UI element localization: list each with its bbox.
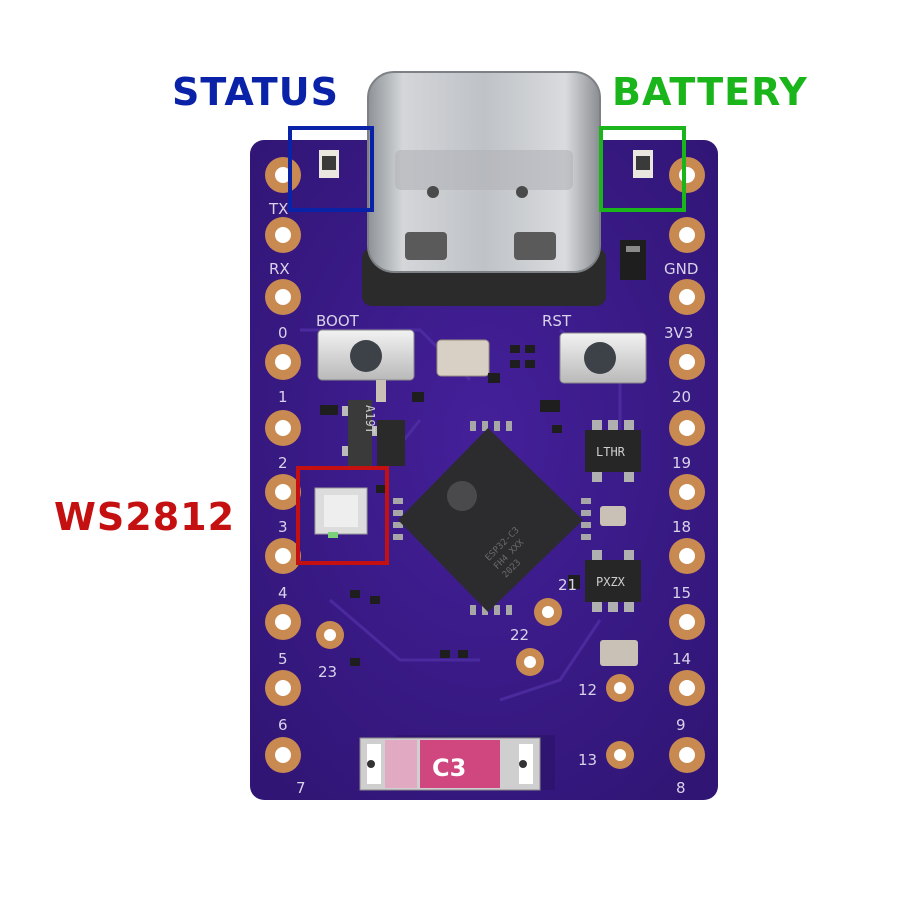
ws2812-highlight-box [296,466,389,565]
pin-label-gnd: GND [664,260,698,278]
mosfet-marking: PXZX [596,575,626,589]
pin-label-3: 3 [278,518,288,536]
pin-label-18: 18 [672,518,691,536]
pin-label-13: 13 [578,751,597,769]
status-highlight-box [288,126,374,212]
right-pin-pads [669,157,705,773]
rst-label: RST [542,312,572,330]
pin-label-7: 7 [296,779,306,797]
pin-label-2: 2 [278,454,288,472]
crystal [436,339,490,377]
status-led-label: STATUS [172,70,339,114]
battery-led [633,150,653,178]
pin-label-rx: RX [269,260,290,278]
pin-label-1: 1 [278,388,288,406]
antenna-label: C3 [432,754,466,782]
ws2812-led [314,487,368,538]
pin-label-15: 15 [672,584,691,602]
esp32-c3-chip: ESP32-C3 FH4 XXX 2023 [393,421,591,615]
mosfet-pxzx [585,550,641,612]
left-pin-pads [265,157,301,773]
battery-highlight-box [599,126,686,212]
chip-a19t-marking: A19T [363,405,377,434]
pin-label-0: 0 [278,324,288,342]
pin-label-8: 8 [676,779,686,797]
usb-c-connector [362,71,606,306]
boot-label: BOOT [316,312,360,330]
pin-label-5: 5 [278,650,288,668]
ceramic-antenna [359,737,541,791]
pin-label-14: 14 [672,650,691,668]
pin-label-22: 22 [510,626,529,644]
battery-led-label: BATTERY [612,70,808,114]
pin-label-21: 21 [558,576,577,594]
boot-button [317,329,415,381]
pin-label-tx: TX [268,200,288,218]
pin-label-12: 12 [578,681,597,699]
regulator-lthr [585,420,641,482]
regulator-marking: LTHR [596,445,626,459]
inner-pads [316,598,634,769]
reset-button [559,332,647,384]
pin-label-19: 19 [672,454,691,472]
pin-label-9: 9 [676,716,686,734]
pin-label-20: 20 [672,388,691,406]
pin-label-3v3: 3V3 [664,324,693,342]
pin-label-4: 4 [278,584,288,602]
pin-label-23: 23 [318,663,337,681]
chip-a19t [342,400,378,466]
pin-label-6: 6 [278,716,288,734]
status-led [319,150,339,178]
ws2812-led-label: WS2812 [54,495,236,539]
